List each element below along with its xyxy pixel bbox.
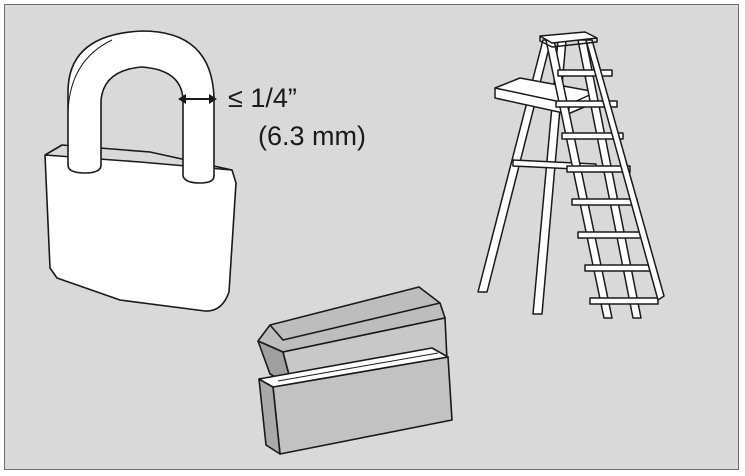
toolbox-icon bbox=[257, 286, 453, 455]
dimension-arrow-icon bbox=[178, 94, 217, 104]
dimension-label-imperial: ≤ 1/4” bbox=[228, 83, 297, 113]
dimension-label-metric: (6.3 mm) bbox=[258, 121, 366, 151]
padlock-icon bbox=[44, 30, 237, 312]
stepladder-icon bbox=[477, 31, 665, 319]
